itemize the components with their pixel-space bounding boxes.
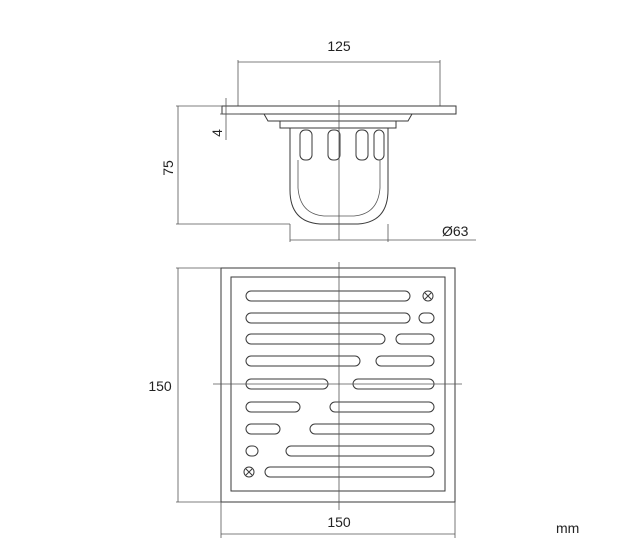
- grate-slot: [245, 290, 411, 302]
- grate-slot: [245, 312, 411, 324]
- grate-slot: [329, 401, 435, 413]
- grate-slot: [245, 445, 259, 457]
- dim-top-width: 125: [327, 38, 351, 54]
- grate-slot: [245, 423, 281, 435]
- top-view: 150 150: [148, 262, 462, 538]
- dim-flange-thickness: 4: [209, 129, 225, 137]
- dim-grate-width: 150: [327, 514, 351, 530]
- grate-slot: [309, 423, 435, 435]
- grate-slot: [245, 401, 301, 413]
- grate-frame-outer: [220, 267, 456, 503]
- side-view: 125 75 4 Ø63: [160, 38, 476, 242]
- grate-slot: [245, 333, 386, 345]
- screw-icon: [243, 466, 255, 478]
- grate-slots: [245, 290, 435, 478]
- unit-label: mm: [556, 520, 580, 536]
- grate-slot: [245, 355, 361, 367]
- grate-slot: [395, 333, 435, 345]
- screw-icon: [422, 290, 434, 302]
- grate-slot: [375, 355, 435, 367]
- dim-grate-height: 150: [148, 378, 172, 394]
- grate-slot: [418, 312, 435, 324]
- dim-outlet-diameter: Ø63: [442, 223, 469, 239]
- grate-slot: [285, 445, 435, 457]
- grate-slot: [264, 466, 435, 478]
- grate-screws: [243, 290, 434, 478]
- dim-body-height: 75: [160, 160, 176, 176]
